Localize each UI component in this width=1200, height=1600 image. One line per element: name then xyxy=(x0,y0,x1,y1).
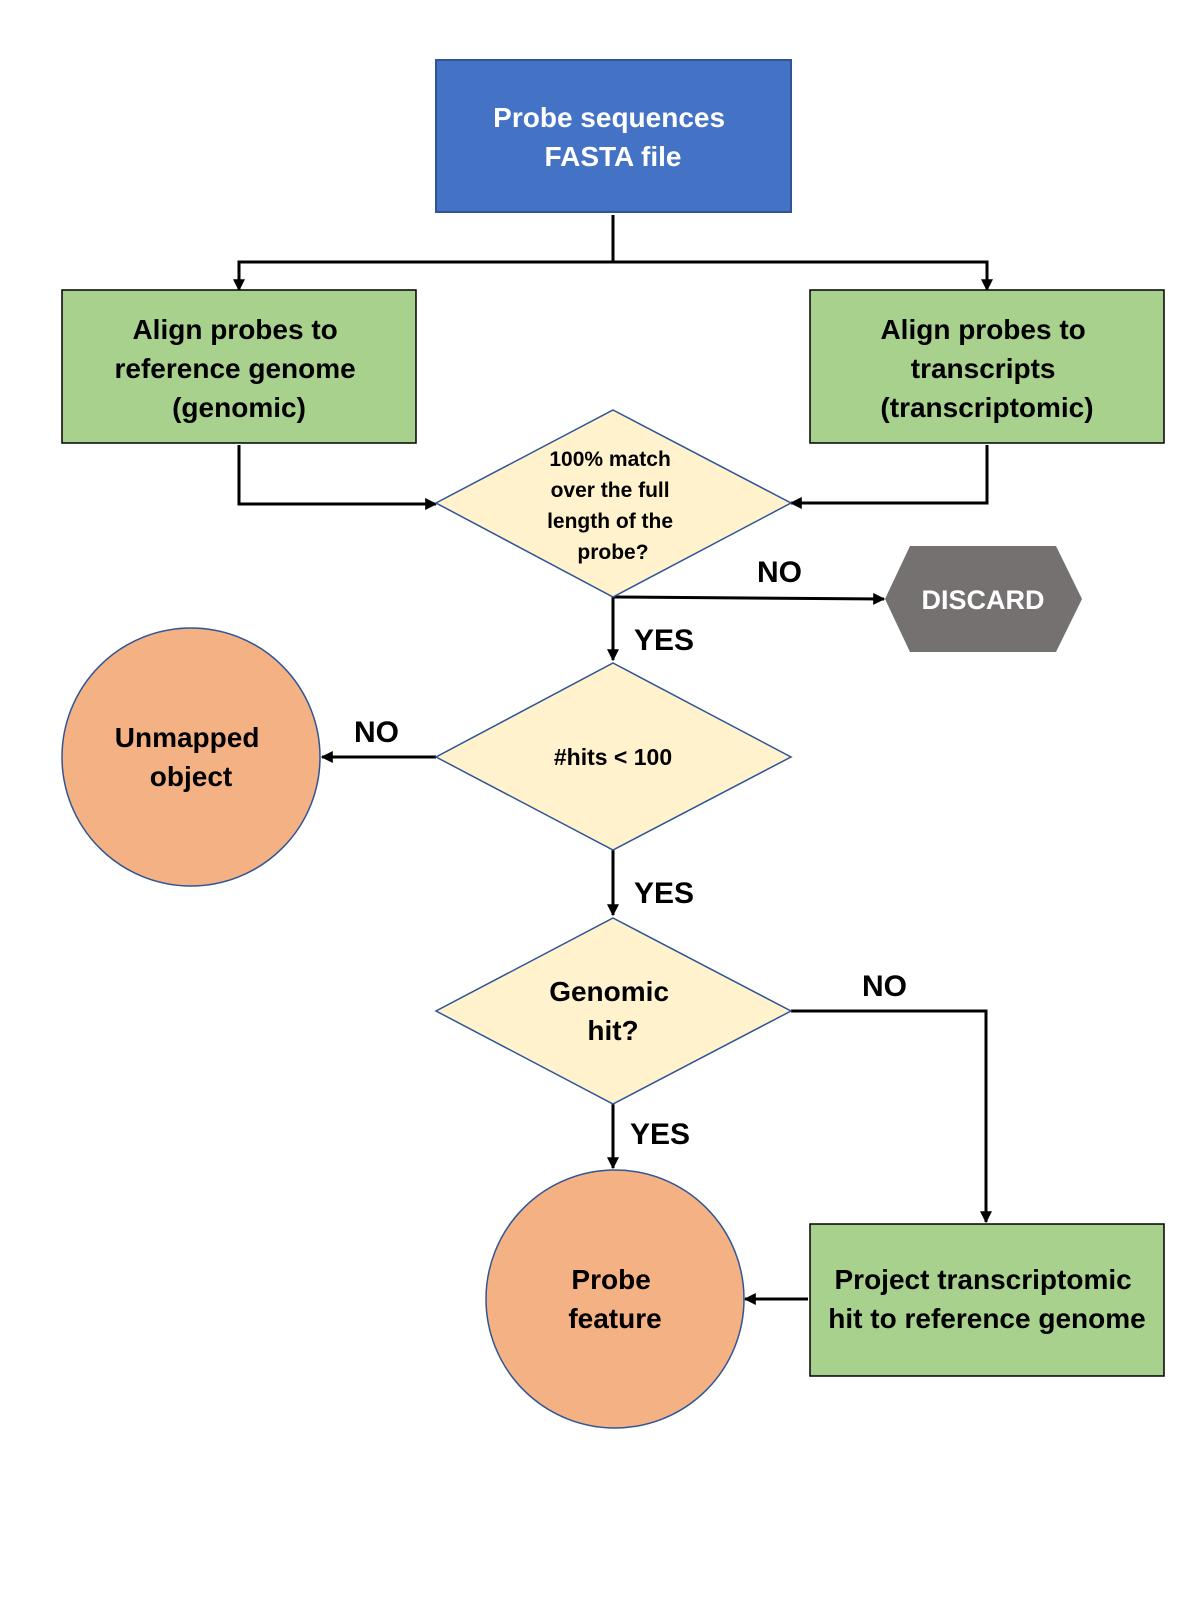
svg-text:Genomic hit?: Genomic hit? xyxy=(549,976,677,1046)
project-line-1: Project transcriptomic xyxy=(835,1264,1132,1295)
svg-text:Project transcriptomic h: Project transcriptomic hit to reference … xyxy=(828,1264,1145,1334)
decision-genomic-line-1: Genomic xyxy=(549,976,669,1007)
svg-text:100% match over the full: 100% match over the full length of the p… xyxy=(547,448,679,564)
label-genomic-yes: YES xyxy=(630,1118,690,1151)
align-genome-box xyxy=(61,289,417,444)
svg-text:Unmapped object: Unmapped object xyxy=(115,722,267,792)
align-transcripts-node: Align probes to transcripts (transcripto… xyxy=(809,289,1165,444)
start-label-line-2: FASTA file xyxy=(545,141,682,172)
discard-hexagon xyxy=(885,546,1082,652)
probe-feature-line-2: feature xyxy=(568,1303,661,1334)
discard-node: DISCARD xyxy=(885,546,1082,652)
project-box xyxy=(809,1223,1165,1377)
edge-split-to-genome xyxy=(233,260,613,292)
align-genome-line-1: Align probes to xyxy=(132,314,337,345)
edge-match-no xyxy=(612,592,886,605)
decision-genomic-node: Genomic hit? xyxy=(434,917,793,1105)
svg-text:Probe feature: Probe feature xyxy=(568,1264,661,1334)
project-node: Project transcriptomic hit to reference … xyxy=(809,1223,1165,1377)
label-hits-no: NO xyxy=(354,716,399,749)
label-hits-yes: YES xyxy=(634,877,694,910)
start-node: Probe sequences FASTA file xyxy=(435,59,792,213)
decision-match-diamond xyxy=(434,409,793,598)
align-genome-node: Align probes to reference genome (genomi… xyxy=(61,289,417,444)
discard-label: DISCARD xyxy=(921,585,1044,615)
decision-genomic-line-2: hit? xyxy=(587,1015,638,1046)
edge-transcripts-to-match xyxy=(789,445,989,509)
svg-text:Probe sequences FASTA fi: Probe sequences FASTA file xyxy=(493,102,733,172)
align-transcripts-line-3: (transcriptomic) xyxy=(880,392,1093,423)
project-line-2: hit to reference genome xyxy=(828,1303,1145,1334)
unmapped-line-2: object xyxy=(150,761,232,792)
start-box xyxy=(435,59,792,213)
probe-feature-line-1: Probe xyxy=(571,1264,650,1295)
decision-hits-node: #hits < 100 xyxy=(434,662,793,851)
start-label-line-1: Probe sequences xyxy=(493,102,725,133)
decision-match-line-2: over the full xyxy=(551,479,670,502)
decision-match-line-1: 100% match xyxy=(549,448,670,471)
align-transcripts-line-2: transcripts xyxy=(911,353,1056,384)
edges xyxy=(233,215,993,1305)
edge-genome-to-match xyxy=(237,445,438,510)
align-transcripts-box xyxy=(809,289,1165,444)
unmapped-circle xyxy=(61,627,321,887)
probe-feature-node: Probe feature xyxy=(485,1169,745,1429)
label-match-no: NO xyxy=(757,556,802,589)
decision-match-node: 100% match over the full length of the p… xyxy=(434,409,793,598)
unmapped-line-1: Unmapped xyxy=(115,722,260,753)
unmapped-node: Unmapped object xyxy=(61,627,321,887)
edge-labels: NO YES NO YES NO YES xyxy=(354,556,907,1151)
decision-hits-label: #hits < 100 xyxy=(554,744,672,770)
decision-genomic-diamond xyxy=(434,917,793,1105)
svg-text:Align probes to transcri: Align probes to transcripts (transcripto… xyxy=(880,314,1093,423)
align-genome-line-2: reference genome xyxy=(115,353,356,384)
decision-match-line-3: length of the xyxy=(547,510,673,533)
decision-hits-diamond xyxy=(434,662,793,851)
decision-match-line-4: probe? xyxy=(577,541,648,564)
probe-feature-circle xyxy=(485,1169,745,1429)
edge-genomic-no xyxy=(791,1009,992,1224)
label-genomic-no: NO xyxy=(862,970,907,1003)
edge-split-to-transcripts xyxy=(613,260,993,292)
align-genome-line-3: (genomic) xyxy=(172,392,306,423)
align-transcripts-line-1: Align probes to xyxy=(880,314,1085,345)
svg-text:Align probes to referenc: Align probes to reference genome (genomi… xyxy=(115,314,364,423)
label-match-yes: YES xyxy=(634,624,694,657)
